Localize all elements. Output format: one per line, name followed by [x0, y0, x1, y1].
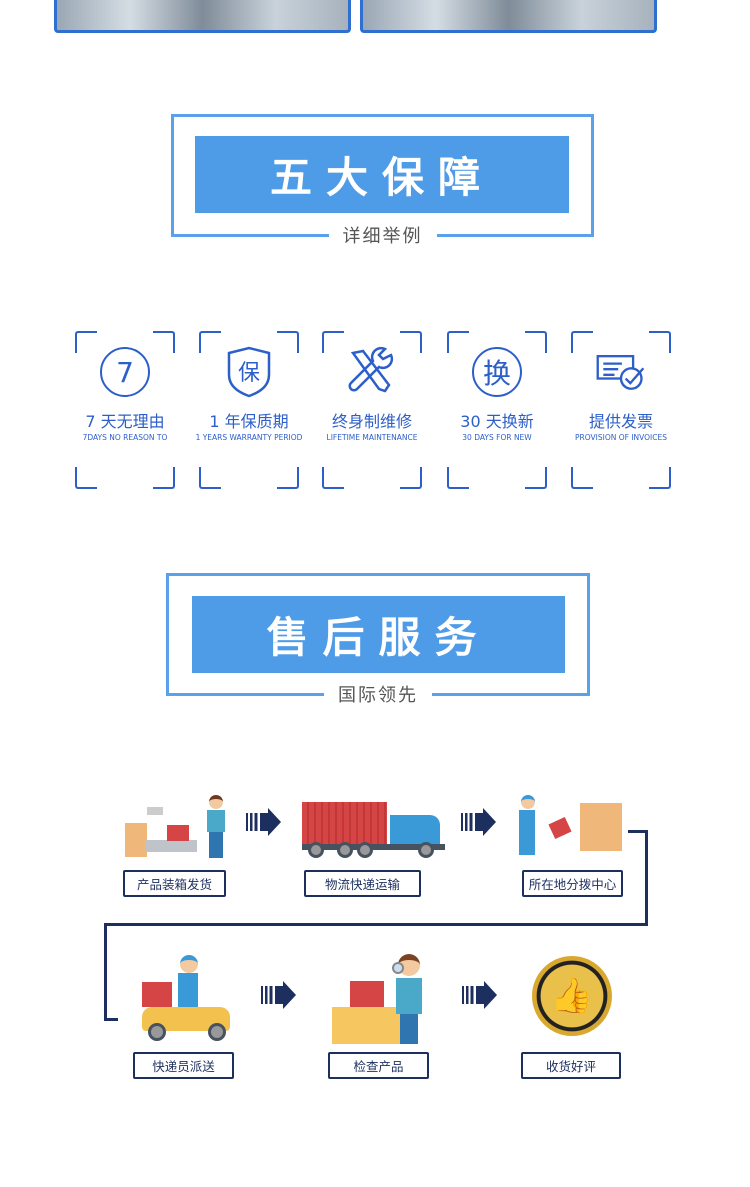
flow-connector — [628, 830, 648, 833]
corner-bracket — [649, 331, 671, 353]
corner-bracket — [322, 331, 344, 353]
seven-circle-icon: 7 — [98, 345, 152, 399]
truck-illustration — [302, 800, 445, 860]
courier-scooter-illustration — [142, 955, 234, 1043]
corner-bracket — [153, 331, 175, 353]
step-label: 产品装箱发货 — [123, 870, 226, 897]
guarantee-subtitle: 30 DAYS FOR NEW — [462, 433, 532, 442]
corner-bracket — [400, 467, 422, 489]
section-header-after-sales: 售后服务 国际领先 — [166, 573, 590, 707]
product-photo-2 — [360, 0, 657, 33]
section-title: 五大保障 — [195, 136, 569, 213]
step-label: 物流快递运输 — [304, 870, 421, 897]
invoice-check-icon — [594, 345, 648, 399]
corner-bracket — [277, 467, 299, 489]
guarantee-subtitle: 7DAYS NO REASON TO — [82, 433, 168, 442]
guarantee-title: 7 天无理由 — [85, 412, 165, 431]
corner-bracket — [199, 331, 221, 353]
corner-bracket — [75, 331, 97, 353]
corner-bracket — [75, 467, 97, 489]
guarantee-subtitle: 1 YEARS WARRANTY PERIOD — [195, 433, 303, 442]
inspect-product-illustration — [332, 954, 432, 1044]
guarantee-title: 提供发票 — [588, 412, 653, 431]
guarantee-card: 提供发票 PROVISION OF INVOICES — [571, 331, 671, 489]
guarantee-card: 终身制维修 LIFETIME MAINTENANCE — [322, 331, 422, 489]
section-subtitle: 详细举例 — [328, 222, 437, 248]
corner-bracket — [322, 467, 344, 489]
corner-bracket — [447, 467, 469, 489]
corner-bracket — [571, 467, 593, 489]
flow-connector — [104, 923, 648, 926]
corner-bracket — [649, 467, 671, 489]
packing-worker-illustration — [125, 795, 235, 860]
corner-bracket — [447, 331, 469, 353]
corner-bracket — [525, 467, 547, 489]
section-header-guarantees: 五大保障 详细举例 — [171, 114, 594, 248]
step-label: 收货好评 — [521, 1052, 621, 1079]
flow-connector — [645, 830, 648, 926]
arrow-right-icon — [462, 981, 498, 1009]
step-label: 快递员派送 — [133, 1052, 234, 1079]
distribution-worker-illustration — [517, 795, 622, 857]
corner-bracket — [199, 467, 221, 489]
svg-text:保: 保 — [238, 361, 260, 386]
guarantee-title: 终身制维修 — [331, 412, 412, 431]
corner-bracket — [153, 467, 175, 489]
guarantee-title: 1 年保质期 — [209, 412, 289, 431]
arrow-right-icon — [461, 808, 497, 836]
thumbs-up-medal-illustration: 👍 — [532, 956, 612, 1036]
corner-bracket — [525, 331, 547, 353]
arrow-right-icon — [246, 808, 282, 836]
exchange-circle-icon: 换 — [470, 345, 524, 399]
product-photo-1 — [54, 0, 351, 33]
guarantee-subtitle: PROVISION OF INVOICES — [575, 433, 667, 442]
section-title: 售后服务 — [192, 596, 565, 673]
guarantee-title: 30 天换新 — [460, 412, 534, 431]
corner-bracket — [571, 331, 593, 353]
guarantee-card: 保 1 年保质期 1 YEARS WARRANTY PERIOD — [196, 331, 302, 489]
step-label: 所在地分拨中心 — [522, 870, 623, 897]
flow-connector — [104, 1018, 118, 1021]
guarantee-card: 换 30 天换新 30 DAYS FOR NEW — [447, 331, 547, 489]
guarantee-subtitle: LIFETIME MAINTENANCE — [326, 433, 418, 442]
shield-bao-icon: 保 — [222, 345, 276, 399]
section-subtitle: 国际领先 — [324, 681, 432, 707]
wrench-screwdriver-icon — [345, 345, 399, 399]
corner-bracket — [277, 331, 299, 353]
arrow-right-icon — [261, 981, 297, 1009]
flow-connector — [104, 923, 107, 1021]
guarantee-card: 7 7 天无理由 7DAYS NO REASON TO — [75, 331, 175, 489]
step-label: 检查产品 — [328, 1052, 429, 1079]
corner-bracket — [400, 331, 422, 353]
